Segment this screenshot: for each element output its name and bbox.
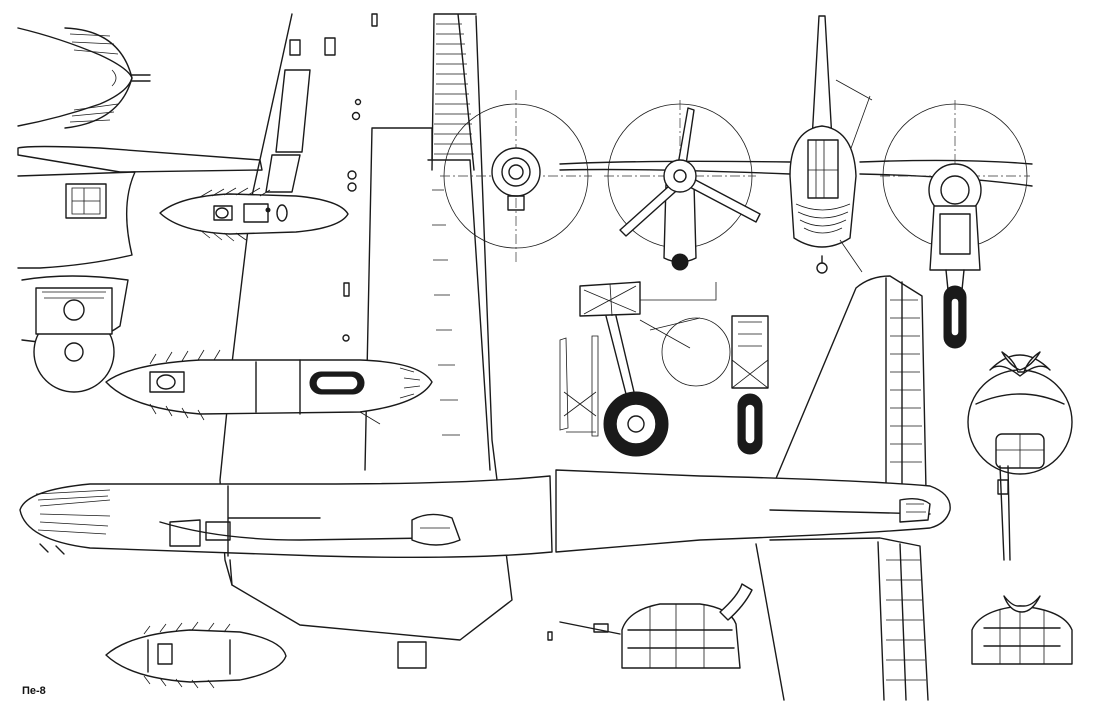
dorsal-turret-detail <box>560 584 752 668</box>
lower-nacelle <box>106 622 286 688</box>
fuselage-top-view <box>20 476 552 585</box>
wing-section-detail <box>18 147 262 173</box>
middle-nacelle <box>106 350 432 424</box>
front-view <box>440 16 1032 348</box>
top-view <box>20 14 552 688</box>
outer-nacelle-front-detail <box>22 276 128 392</box>
main-gear-side-detail <box>560 282 730 456</box>
tail-turret-rear-detail <box>972 596 1072 664</box>
upper-nacelle <box>160 188 348 241</box>
drawing-caption: Пе-8 <box>22 685 46 697</box>
side-view <box>556 276 950 700</box>
nose-turret-detail <box>18 28 150 128</box>
main-gear-front-detail <box>732 316 768 454</box>
inner-nacelle-front-detail <box>18 172 135 268</box>
tail-turret-round-detail <box>968 352 1072 560</box>
